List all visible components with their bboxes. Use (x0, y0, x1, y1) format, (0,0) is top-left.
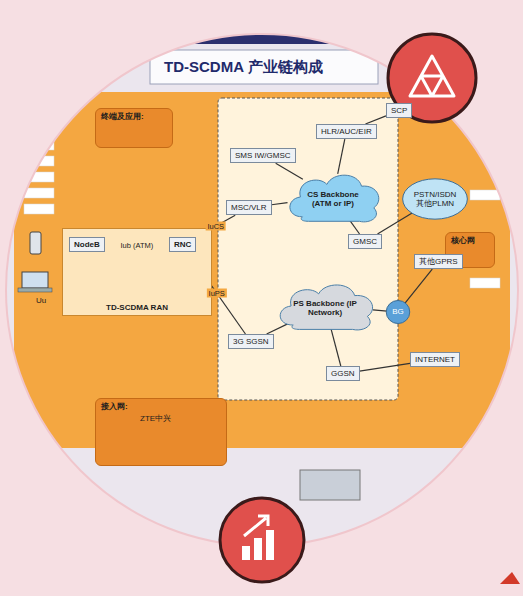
logo-tile (24, 204, 54, 214)
diagram-title: TD-SCDMA 产业链构成 (164, 58, 323, 77)
link-line (373, 310, 387, 311)
node-text: GMSC (353, 237, 377, 246)
pyramid-icon (388, 34, 476, 122)
corner-logo (500, 572, 520, 584)
callout-box: 接入网: (95, 398, 227, 466)
icon-circle (220, 498, 304, 582)
link-line (365, 116, 386, 124)
callout-box: 终端及应用: (95, 108, 173, 148)
bar-symbol (266, 530, 274, 560)
bar-symbol (242, 546, 250, 560)
vendor-label: ZTE中兴 (140, 413, 171, 424)
node-text: 接入网: (101, 402, 128, 411)
link-line (276, 163, 303, 179)
link-line (377, 212, 413, 234)
link-line (272, 203, 288, 205)
network-ellipse: PSTN/ISDN 其他PLMN (402, 178, 468, 220)
phone-icon (30, 232, 41, 254)
icon-circle (388, 34, 476, 122)
router-circle: BG (386, 300, 410, 324)
terminal-illustration (300, 470, 360, 500)
node-text: SCP (391, 106, 407, 115)
logo-tile (470, 278, 500, 288)
network-element: MSC/VLR (226, 200, 272, 215)
cloud-shape (280, 285, 372, 330)
network-element: HLR/AUC/EIR (316, 124, 377, 139)
ellipse-shape (403, 179, 468, 219)
cloud-shape (290, 175, 379, 222)
interface-label: IuCS (205, 222, 226, 231)
node-text: INTERNET (415, 355, 455, 364)
interface-label: IuPS (207, 289, 227, 298)
growth-chart-icon (220, 498, 304, 582)
arrow-symbol (244, 516, 268, 536)
bar-symbol (254, 538, 262, 560)
node-text: SMS IW/GMSC (235, 151, 291, 160)
interface-label: Iub (ATM) (119, 240, 156, 249)
backbone-cloud: CS Backbone (ATM or IP) (282, 170, 384, 224)
logo-tile (24, 188, 54, 198)
logo-tile (470, 190, 500, 200)
laptop-base (18, 288, 52, 292)
node-text: 其他GPRS (419, 257, 458, 266)
link-line (360, 363, 410, 371)
node-text: PSTN/ISDN 其他PLMN (410, 190, 460, 208)
network-element: INTERNET (410, 352, 460, 367)
network-element: SMS IW/GMSC (230, 148, 296, 163)
backbone-cloud: PS Backbone (IP Network) (272, 280, 378, 332)
network-element: GMSC (348, 234, 382, 249)
node-text: 3G SGSN (233, 337, 269, 346)
interface-label: Uu (36, 296, 46, 305)
node-text: CS Backbone (ATM or IP) (298, 190, 368, 208)
logo-tile (24, 172, 54, 182)
network-element: 其他GPRS (414, 254, 463, 269)
node-text: 核心网 (451, 236, 475, 245)
node-text: BG (392, 307, 404, 316)
network-element: NodeB (69, 237, 105, 252)
core-dashed-box (218, 98, 398, 400)
ellipse-shape (386, 300, 410, 323)
node-text: 终端及应用: (101, 112, 144, 121)
link-line (338, 139, 345, 174)
photo-circle-rim (6, 34, 518, 546)
orange-band (14, 92, 510, 448)
pyramid-symbol (410, 56, 454, 96)
network-element: SCP (386, 103, 412, 118)
link-line (331, 328, 341, 366)
network-element: RNC (169, 237, 196, 252)
node-text: TD-SCDMA RAN (106, 303, 168, 312)
network-element: GGSN (326, 366, 360, 381)
node-text: RNC (174, 240, 191, 249)
laptop-screen (22, 272, 48, 288)
node-text: MSC/VLR (231, 203, 267, 212)
link-line (405, 269, 433, 304)
node-text: NodeB (74, 240, 100, 249)
network-element: 3G SGSN (228, 334, 274, 349)
title-box (150, 50, 378, 84)
node-text: HLR/AUC/EIR (321, 127, 372, 136)
node-text: GGSN (331, 369, 355, 378)
node-text: PS Backbone (IP Network) (288, 299, 362, 317)
